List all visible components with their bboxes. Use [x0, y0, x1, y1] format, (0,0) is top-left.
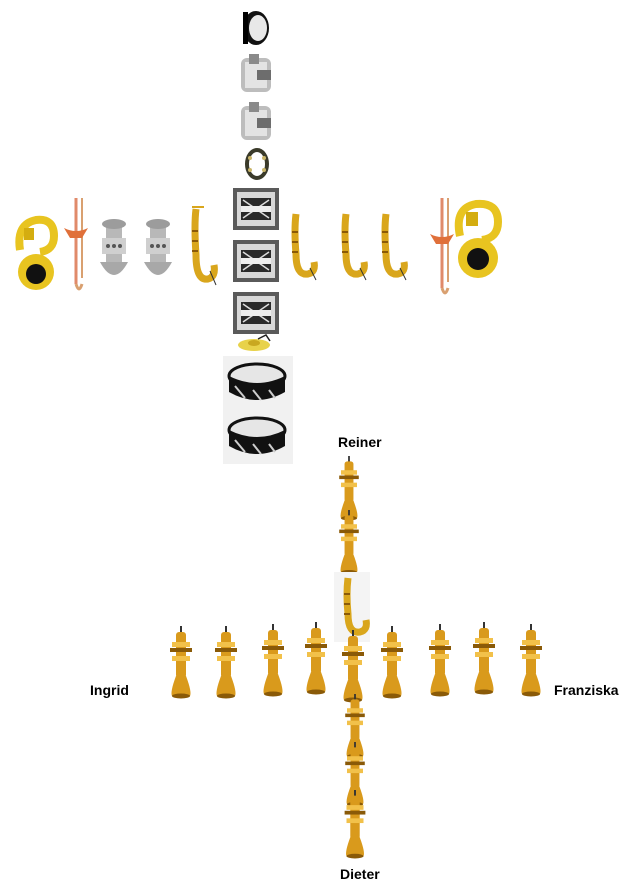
baritone-horn-icon	[96, 218, 132, 282]
trombone-icon	[62, 194, 90, 302]
baritone-horn-icon	[140, 218, 176, 282]
trumpet-icon	[334, 456, 364, 521]
trumpet-icon	[165, 626, 197, 699]
snare-drum-icon	[223, 356, 293, 410]
trumpet-icon	[376, 626, 408, 699]
saxophone-icon	[184, 205, 218, 289]
bass-drum-side-icon	[237, 100, 277, 144]
sousaphone-icon	[450, 196, 506, 280]
cymbal-icon	[236, 333, 276, 353]
marching-drum-icon	[233, 292, 279, 334]
trombone-icon	[428, 194, 456, 306]
trumpet-icon	[468, 622, 500, 695]
trumpet-icon	[424, 624, 456, 697]
tambourine-icon	[244, 148, 270, 180]
trumpet-icon	[340, 790, 370, 859]
label-right: Franziska	[554, 682, 619, 698]
drum-head-icon	[241, 10, 271, 46]
trumpet-icon	[300, 622, 332, 695]
saxophone-icon	[284, 210, 318, 282]
marching-drum-icon	[233, 240, 279, 282]
saxophone-icon	[334, 210, 368, 282]
trumpet-icon	[337, 630, 369, 703]
snare-drum-icon	[223, 410, 293, 464]
sousaphone-icon	[10, 210, 60, 292]
trumpet-icon	[210, 626, 242, 699]
trumpet-icon	[334, 510, 364, 575]
bass-drum-side-icon	[237, 52, 277, 96]
trumpet-icon	[257, 624, 289, 697]
marching-drum-icon	[233, 188, 279, 230]
label-top: Reiner	[338, 434, 382, 450]
label-left: Ingrid	[90, 682, 129, 698]
trumpet-icon	[515, 624, 547, 697]
label-bottom: Dieter	[340, 866, 380, 882]
saxophone-icon	[374, 210, 408, 282]
